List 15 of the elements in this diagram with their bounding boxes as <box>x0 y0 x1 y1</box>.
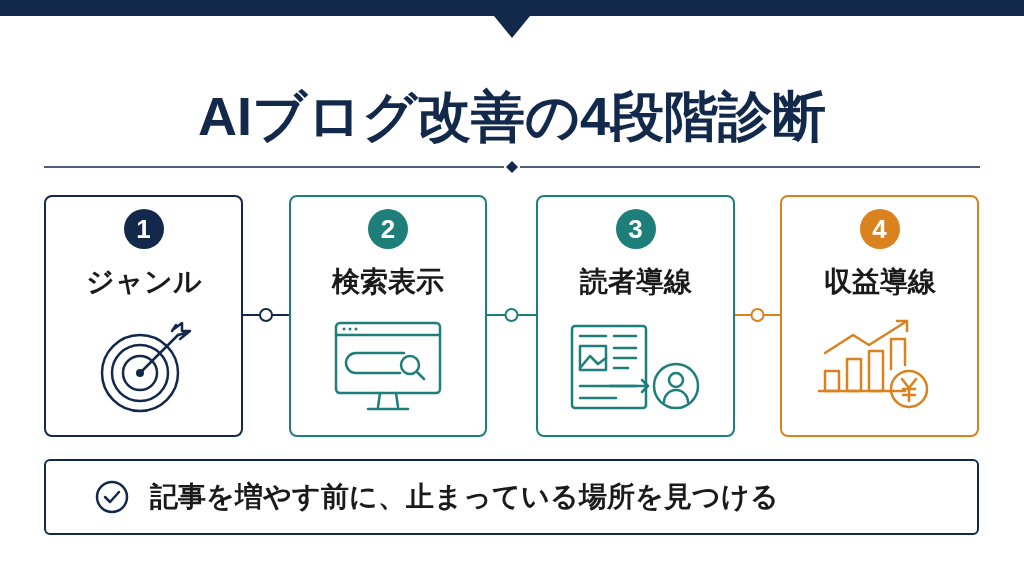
step-title: 収益導線 <box>823 265 936 299</box>
step-title: 読者導線 <box>579 265 692 299</box>
step-number: 3 <box>615 209 656 249</box>
step-card <box>289 195 487 437</box>
step-number: 1 <box>123 209 164 249</box>
message-text: 記事を増やす前に、止まっている場所を見つける <box>150 480 779 514</box>
step-title: 検索表示 <box>332 265 444 299</box>
step-number: 4 <box>859 209 900 249</box>
message-box <box>44 459 979 535</box>
step-title: ジャンル <box>85 265 202 299</box>
step-card <box>44 195 243 437</box>
step-card <box>536 195 735 437</box>
step-card <box>780 195 979 437</box>
step-number: 2 <box>368 209 408 249</box>
title: AIブログ改善の4段階診断 <box>196 85 827 148</box>
